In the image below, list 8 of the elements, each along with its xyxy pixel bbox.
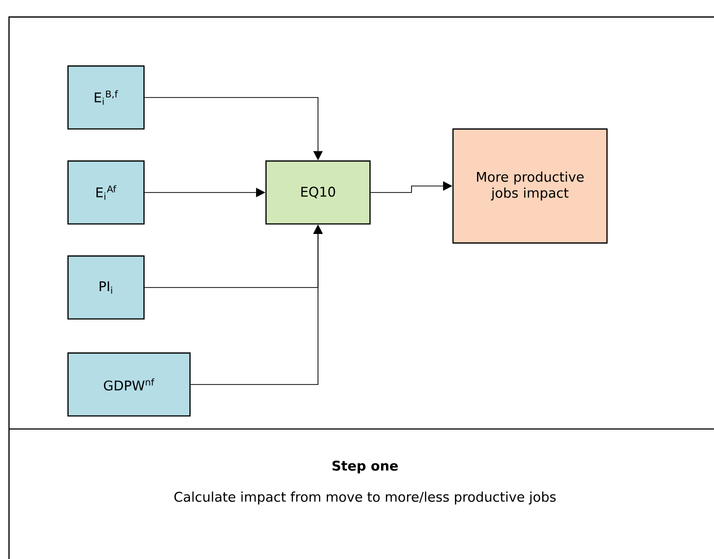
input-box: E$_{i}$Af bbox=[67, 160, 145, 225]
equation-box: EQ10 bbox=[265, 160, 371, 225]
step-heading: Step one bbox=[332, 460, 398, 474]
step-description: Calculate impact from move to more/less productive jobs bbox=[174, 492, 556, 504]
input-box: E$_{i}$B,f bbox=[67, 65, 145, 130]
input-box: PI$_{i}$ bbox=[67, 255, 145, 320]
input-box: GDPW$^{nf}$ bbox=[67, 352, 191, 417]
result-box: More productive jobs impact bbox=[452, 128, 608, 244]
